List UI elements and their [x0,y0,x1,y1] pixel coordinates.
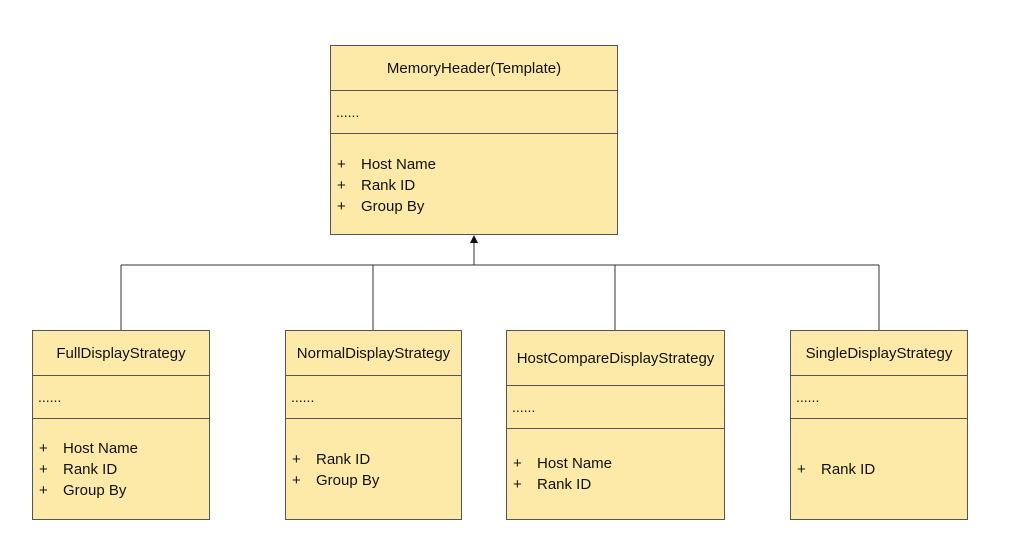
visibility-marker: + [337,156,346,173]
visibility-marker: + [39,440,48,457]
attributes-text: ...... [291,389,315,405]
inheritance-arrowhead [470,235,478,243]
operation-label: Host Name [537,455,613,472]
visibility-marker: + [39,461,48,478]
class-host-compare-display-strategy[interactable]: HostCompareDisplayStrategy ...... + Host… [506,330,725,520]
operation-label: Host Name [63,440,139,457]
class-attributes: ...... [33,375,209,418]
class-name-text: MemoryHeader(Template) [386,59,562,77]
operation-row: + Group By [337,196,617,217]
operation-label: Group By [63,482,127,499]
class-memory-header[interactable]: MemoryHeader(Template) ...... + Host Nam… [330,45,618,235]
visibility-marker: + [337,177,346,194]
class-normal-display-strategy[interactable]: NormalDisplayStrategy ...... + Rank ID +… [285,330,462,520]
class-operations: + Rank ID [791,418,967,519]
class-operations: + Rank ID + Group By [286,418,461,519]
visibility-marker: + [292,451,301,468]
visibility-marker: + [513,455,522,472]
operation-label: Rank ID [316,451,371,468]
operation-label: Host Name [361,156,437,173]
operation-row: + Host Name [39,438,209,459]
operation-row: + Rank ID [797,459,967,480]
operation-row: + Rank ID [513,474,724,495]
visibility-marker: + [513,476,522,493]
operation-row: + Rank ID [337,175,617,196]
class-name-text: SingleDisplayStrategy [805,344,953,362]
visibility-marker: + [797,461,806,478]
operation-label: Rank ID [63,461,118,478]
operation-label: Group By [361,198,425,215]
class-name-text: NormalDisplayStrategy [296,344,451,362]
visibility-marker: + [337,198,346,215]
operation-label: Rank ID [821,461,876,478]
class-name-text: HostCompareDisplayStrategy [516,349,715,367]
attributes-text: ...... [512,399,536,415]
class-attributes: ...... [507,385,724,428]
class-name: SingleDisplayStrategy [791,331,967,375]
class-operations: + Host Name + Rank ID + Group By [33,418,209,519]
operation-row: + Host Name [337,154,617,175]
class-operations: + Host Name + Rank ID + Group By [331,133,617,234]
class-attributes: ...... [791,375,967,418]
operation-row: + Rank ID [39,459,209,480]
attributes-text: ...... [336,104,360,120]
visibility-marker: + [292,472,301,489]
operation-label: Rank ID [361,177,416,194]
operation-label: Rank ID [537,476,592,493]
class-name: MemoryHeader(Template) [331,46,617,90]
class-attributes: ...... [331,90,617,133]
class-attributes: ...... [286,375,461,418]
operation-row: + Group By [39,480,209,501]
operation-row: + Host Name [513,453,724,474]
operation-row: + Group By [292,470,461,491]
class-operations: + Host Name + Rank ID [507,428,724,519]
class-name: HostCompareDisplayStrategy [507,331,724,385]
class-name: FullDisplayStrategy [33,331,209,375]
visibility-marker: + [39,482,48,499]
class-name-text: FullDisplayStrategy [56,344,186,362]
attributes-text: ...... [796,389,820,405]
class-full-display-strategy[interactable]: FullDisplayStrategy ...... + Host Name +… [32,330,210,520]
class-name: NormalDisplayStrategy [286,331,461,375]
operation-label: Group By [316,472,380,489]
class-single-display-strategy[interactable]: SingleDisplayStrategy ...... + Rank ID [790,330,968,520]
attributes-text: ...... [38,389,62,405]
operation-row: + Rank ID [292,449,461,470]
